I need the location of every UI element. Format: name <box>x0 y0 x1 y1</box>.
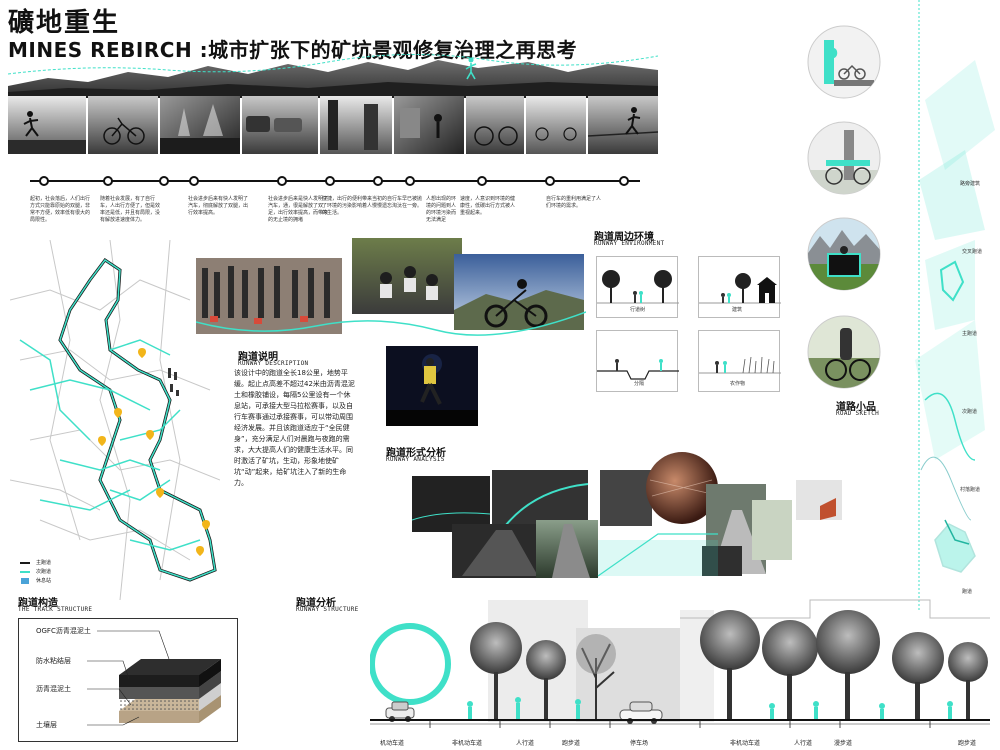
track-structure-title: 跑道构造 <box>18 598 58 609</box>
legend-secondary-route: 次跑道 <box>36 569 52 575</box>
runner-silhouette-icon <box>420 358 442 405</box>
bicycle-icon <box>838 64 866 80</box>
runner-photo-collage <box>196 238 586 336</box>
runner-silhouette-icon <box>23 111 39 137</box>
sketch-circle-bike-rack <box>807 121 881 195</box>
timeline-axis <box>30 176 640 186</box>
road-sketch-subtitle: ROAD SKETCH <box>836 410 880 417</box>
bicycle-icon <box>103 117 145 145</box>
runway-env-title: 跑道周边环境 <box>594 232 654 243</box>
runway-desc-body: 该设计中的跑道全长18公里，地势平缓。起止点高差不超过42米由沥青混泥土和橡胶铺… <box>234 369 355 487</box>
track-structure-box <box>18 618 238 742</box>
timeline-text-9: 自行车的重利用满足了人们环境的需求。 <box>546 196 602 209</box>
timeline-text-2: 随着社会发展，有了自行车，人出行方便了，但是效率还是低，并且有局限，没有解放进速… <box>100 196 161 223</box>
house-icon <box>757 277 777 303</box>
ground-label-1: 机动车道 <box>380 740 405 747</box>
sidebar-label-3: 主跑道 <box>962 331 978 337</box>
env-box-crops <box>698 330 781 392</box>
sidebar-label-5: 村落跑道 <box>960 487 981 493</box>
sidebar-label-1: 路旁建筑 <box>960 181 981 187</box>
timeline-text-7: 人想出现的环境的问题到人的环境污染而无法满足 <box>426 196 457 223</box>
runway-analysis-collage <box>412 452 842 578</box>
page-subtitle: MINES REBIRCH :城市扩张下的矿坑景观修复治理之再思考 <box>8 38 578 62</box>
env-label-crops: 农作物 <box>730 381 746 387</box>
timeline-text-8: 速度，人意识到环境的健康性，低碳出行方式被人重视起来。 <box>460 196 516 216</box>
layer-waterproof-label: 防水粘结层 <box>36 657 71 665</box>
runway-section-elevation <box>370 599 990 728</box>
track-structure-subtitle: THE TRACK STRUCTURE <box>18 606 93 613</box>
runner-icon <box>465 57 477 80</box>
page-title: 礦地重生 <box>8 8 121 38</box>
map-legend-icons <box>20 562 30 584</box>
ground-label-7: 人行道 <box>794 740 813 747</box>
layer-asphalt-label: 沥青混泥土 <box>36 685 71 693</box>
legend-main-route: 主跑道 <box>36 560 52 566</box>
layer-ogfc-label: OGFC沥青混泥土 <box>36 627 91 635</box>
route-map <box>10 240 220 600</box>
runway-desc-title: 跑道说明 <box>238 352 278 363</box>
sidebar-label-6: 跑道 <box>962 589 973 595</box>
timeline-text-5: 快捷，出行的便利带来了环境的污染影响着人的生活。 <box>322 196 373 216</box>
runway-analysis-title: 跑道形式分析 <box>386 448 446 459</box>
sidebar-label-2: 交叉跑道 <box>962 249 983 255</box>
ground-label-3: 人行道 <box>516 740 535 747</box>
env-box-building <box>698 256 781 318</box>
timeline-text-1: 起初，社会落后，人们出行方式只能靠原始的双腿，非常不方便，效率低有很大的局限性。 <box>30 196 91 223</box>
runner-silhouette-icon <box>625 107 641 135</box>
ground-label-6: 非机动车道 <box>730 740 761 747</box>
sketch-circle-cyclist <box>807 315 881 389</box>
legend-rest-station: 休息站 <box>36 578 52 584</box>
env-label-trees: 行道树 <box>630 307 646 313</box>
ground-label-9: 跑步道 <box>958 740 977 747</box>
timeline-text-4: 社会进步后来是快人发明了汽车，通，很是解放了双足，出行效率提高，而带来的无止境的… <box>268 196 329 223</box>
runway-structure-title: 跑道分析 <box>296 598 336 609</box>
panorama-banner <box>8 53 658 98</box>
sketch-circle-bench <box>807 217 881 291</box>
runway-env-subtitle: RUNWAY ENVIRONMENT <box>594 240 665 247</box>
sidebar-route-strip <box>915 0 995 610</box>
runway-desc-subtitle: RUNWAY DESCRIPTION <box>238 360 309 367</box>
road-sketch-title: 道路小品 <box>836 402 876 413</box>
ground-label-2: 非机动车道 <box>452 740 483 747</box>
svg-text:P: P <box>822 45 838 70</box>
timeline-text-3: 社会进步后来有快人发明了汽车，彻底解放了双腿，出行效率提高。 <box>188 196 249 216</box>
timeline-photo-strip <box>8 96 658 154</box>
sketch-circle-parking: P <box>807 25 881 99</box>
runway-analysis-subtitle: RUNWAY ANALYSIS <box>386 456 445 463</box>
ground-label-4: 跑步道 <box>562 740 581 747</box>
env-label-divider: 分隔 <box>634 381 645 387</box>
env-box-trees <box>596 256 679 318</box>
ground-label-8: 漫步道 <box>834 740 853 747</box>
timeline-text-6: 当初的自行车早已被抛慢慢遗忘淘汰在一旁。 <box>372 196 423 209</box>
ground-label-5: 停车场 <box>630 740 649 747</box>
env-label-building: 建筑 <box>732 307 743 313</box>
runway-structure-subtitle: RUNWAY STRUCTURE <box>296 606 359 613</box>
sidebar-label-4: 次跑道 <box>962 409 978 415</box>
env-box-divider <box>596 330 679 392</box>
layer-soil-label: 土壤层 <box>36 721 57 729</box>
night-runner-photo <box>386 346 478 426</box>
